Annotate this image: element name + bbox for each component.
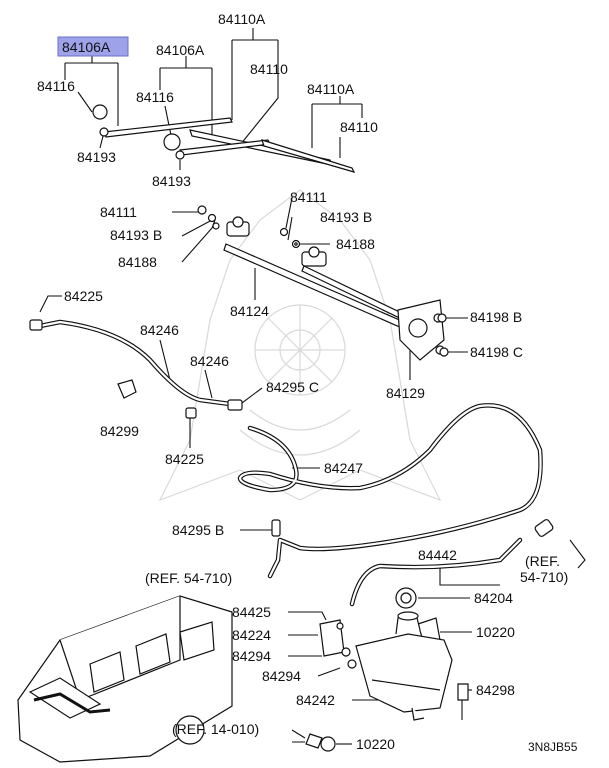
callout-84224[interactable]: 84224 xyxy=(232,627,271,643)
ref-14-010[interactable]: (REF. 14-010) xyxy=(172,721,259,737)
watermark-emblem xyxy=(158,189,442,502)
callout-84193-right[interactable]: 84193 xyxy=(152,173,191,189)
washer-hose-main xyxy=(37,319,233,407)
callout-84198B[interactable]: 84198 B xyxy=(470,309,522,325)
callout-84295B[interactable]: 84295 B xyxy=(172,522,224,538)
callout-84225-top[interactable]: 84225 xyxy=(64,288,103,304)
callout-84106A-right[interactable]: 84106A xyxy=(156,42,205,58)
ref-54-710-right-line1[interactable]: (REF. xyxy=(525,553,560,569)
callout-84193-left[interactable]: 84193 xyxy=(77,149,116,165)
wiper-pivot-left xyxy=(226,216,250,237)
callout-84124[interactable]: 84124 xyxy=(230,303,269,319)
callout-84111-left[interactable]: 84111 xyxy=(100,204,137,220)
callout-84110A-right[interactable]: 84110A xyxy=(307,81,355,97)
wiper-motor xyxy=(397,299,445,361)
callout-84294-a[interactable]: 84294 xyxy=(232,648,271,664)
callout-84246-b[interactable]: 84246 xyxy=(190,353,229,369)
wiper-pivot-right xyxy=(301,246,327,267)
washer-reservoir xyxy=(355,611,453,721)
callout-84110-right[interactable]: 84110 xyxy=(340,119,378,135)
ref-54-710-left[interactable]: (REF. 54-710) xyxy=(145,570,232,586)
callout-84204[interactable]: 84204 xyxy=(474,590,513,606)
callout-84295C[interactable]: 84295 C xyxy=(266,379,319,395)
callout-84442[interactable]: 84442 xyxy=(418,547,457,563)
callout-84110A-top[interactable]: 84110A xyxy=(218,11,266,27)
callout-84299[interactable]: 84299 xyxy=(100,423,139,439)
callout-84106A-highlighted[interactable]: 84106A xyxy=(62,39,111,55)
callout-84193B-left[interactable]: 84193 B xyxy=(110,227,162,243)
washer-hose-long xyxy=(237,403,543,579)
callout-84198C[interactable]: 84198 C xyxy=(470,344,523,360)
callout-84246-a[interactable]: 84246 xyxy=(140,322,179,338)
callout-84425[interactable]: 84425 xyxy=(232,604,271,620)
callout-10220-a[interactable]: 10220 xyxy=(476,624,515,640)
callout-84242[interactable]: 84242 xyxy=(296,692,335,708)
callout-84247[interactable]: 84247 xyxy=(324,460,363,476)
callout-84294-b[interactable]: 84294 xyxy=(262,668,301,684)
small-hardware xyxy=(197,205,449,357)
callout-84188-right[interactable]: 84188 xyxy=(336,236,375,252)
callout-10220-b[interactable]: 10220 xyxy=(356,736,395,752)
diagram-code: 3N8JB55 xyxy=(528,740,578,754)
highlight-box xyxy=(57,36,129,57)
wiper-arm-right xyxy=(163,133,356,173)
washer-hose-lower xyxy=(349,537,523,607)
callout-84225-bottom[interactable]: 84225 xyxy=(165,451,204,467)
callout-84110-top[interactable]: 84110 xyxy=(250,61,288,77)
callout-84116-right[interactable]: 84116 xyxy=(136,89,174,105)
callout-84116-left[interactable]: 84116 xyxy=(37,78,75,94)
callout-84298[interactable]: 84298 xyxy=(476,682,515,698)
callout-84111-right[interactable]: 84111 xyxy=(290,189,327,205)
callout-84129[interactable]: 84129 xyxy=(386,385,425,401)
ref-54-710-right-line2[interactable]: 54-710) xyxy=(520,569,568,585)
callout-84188-left[interactable]: 84188 xyxy=(118,254,157,270)
callout-84193B-right[interactable]: 84193 B xyxy=(320,209,372,225)
van-outline xyxy=(17,595,233,763)
